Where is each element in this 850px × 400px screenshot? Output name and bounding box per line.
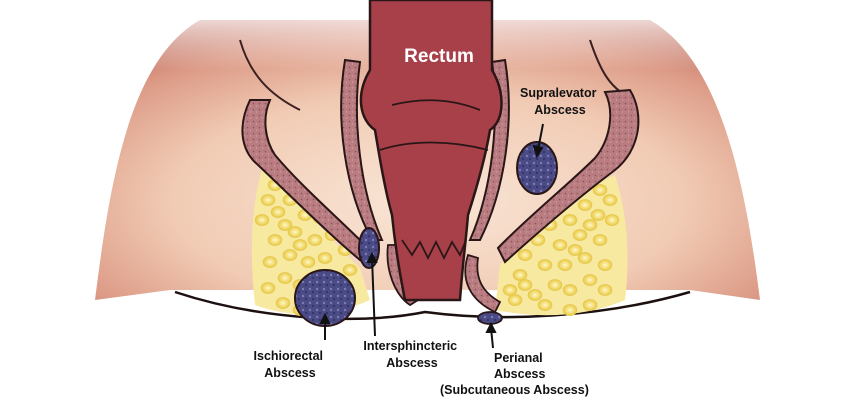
intersphincteric-label: Intersphincteric Abscess: [363, 339, 460, 370]
fat-lobule: [582, 299, 598, 311]
rectum: [359, 0, 503, 302]
fat-lobule: [557, 259, 573, 271]
fat-lobule: [292, 239, 308, 251]
fat-lobule: [547, 279, 563, 291]
external-sphincter-left: [340, 58, 384, 241]
fat-lobule: [592, 234, 608, 246]
fat-lobule: [275, 297, 291, 309]
fat-lobule: [307, 234, 323, 246]
fat-lobule: [577, 252, 593, 264]
levator-muscle-right: [496, 88, 640, 264]
fat-lobule: [260, 194, 276, 206]
fat-lobule: [604, 214, 620, 226]
fat-lobule: [287, 226, 303, 238]
fat-lobule: [270, 206, 286, 218]
fat-lobule: [254, 214, 270, 226]
pointer-lines: [319, 123, 544, 349]
rectal-fold-1: [391, 99, 481, 111]
skin-fold-left: [239, 39, 301, 111]
perianal-abscess: [477, 311, 503, 325]
fat-lobule: [282, 249, 298, 261]
fat-lobule: [552, 239, 568, 251]
fat-lobule: [582, 219, 598, 231]
fat-lobule: [597, 259, 613, 271]
fat-lobule: [277, 272, 293, 284]
supralevator-abscess: [516, 141, 558, 195]
fat-lobule: [502, 284, 518, 296]
fat-lobule: [562, 214, 578, 226]
rectum-label: Rectum: [404, 46, 474, 67]
fat-lobule: [300, 256, 316, 268]
fat-lobule: [562, 304, 578, 316]
fat-lobule: [267, 234, 283, 246]
fat-lobule: [512, 269, 528, 281]
fat-lobule: [577, 199, 593, 211]
fat-lobule: [592, 184, 608, 196]
lower-muscle-right: [464, 253, 502, 314]
fat-lobule: [567, 244, 583, 256]
fat-lobule: [517, 279, 533, 291]
supralevator-label: Supralevator Abscess: [520, 86, 600, 117]
fat-lobule: [537, 259, 553, 271]
fat-lobule: [590, 209, 606, 221]
fat-lobule: [537, 299, 553, 311]
fat-lobule: [562, 284, 578, 296]
fat-lobule: [277, 219, 293, 231]
ischiorectal-label: Ischiorectal Abscess: [254, 349, 327, 380]
fat-lobule: [260, 282, 276, 294]
rectal-fold-2: [379, 141, 489, 151]
fat-lobule: [262, 256, 278, 268]
fat-lobule: [317, 252, 333, 264]
anal-canal: [401, 239, 467, 261]
fat-lobule: [597, 284, 613, 296]
fat-lobule: [342, 264, 358, 276]
skin-base-line: [174, 290, 691, 321]
fat-lobule: [572, 229, 588, 241]
fat-lobule: [582, 274, 598, 286]
fat-lobule: [602, 194, 618, 206]
perianal-label: Perianal Abscess (Subcutaneous Abscess): [440, 351, 589, 397]
fat-lobule: [507, 294, 523, 306]
fat-lobule: [517, 249, 533, 261]
fat-lobules: [254, 179, 620, 316]
fat-lobule: [527, 289, 543, 301]
